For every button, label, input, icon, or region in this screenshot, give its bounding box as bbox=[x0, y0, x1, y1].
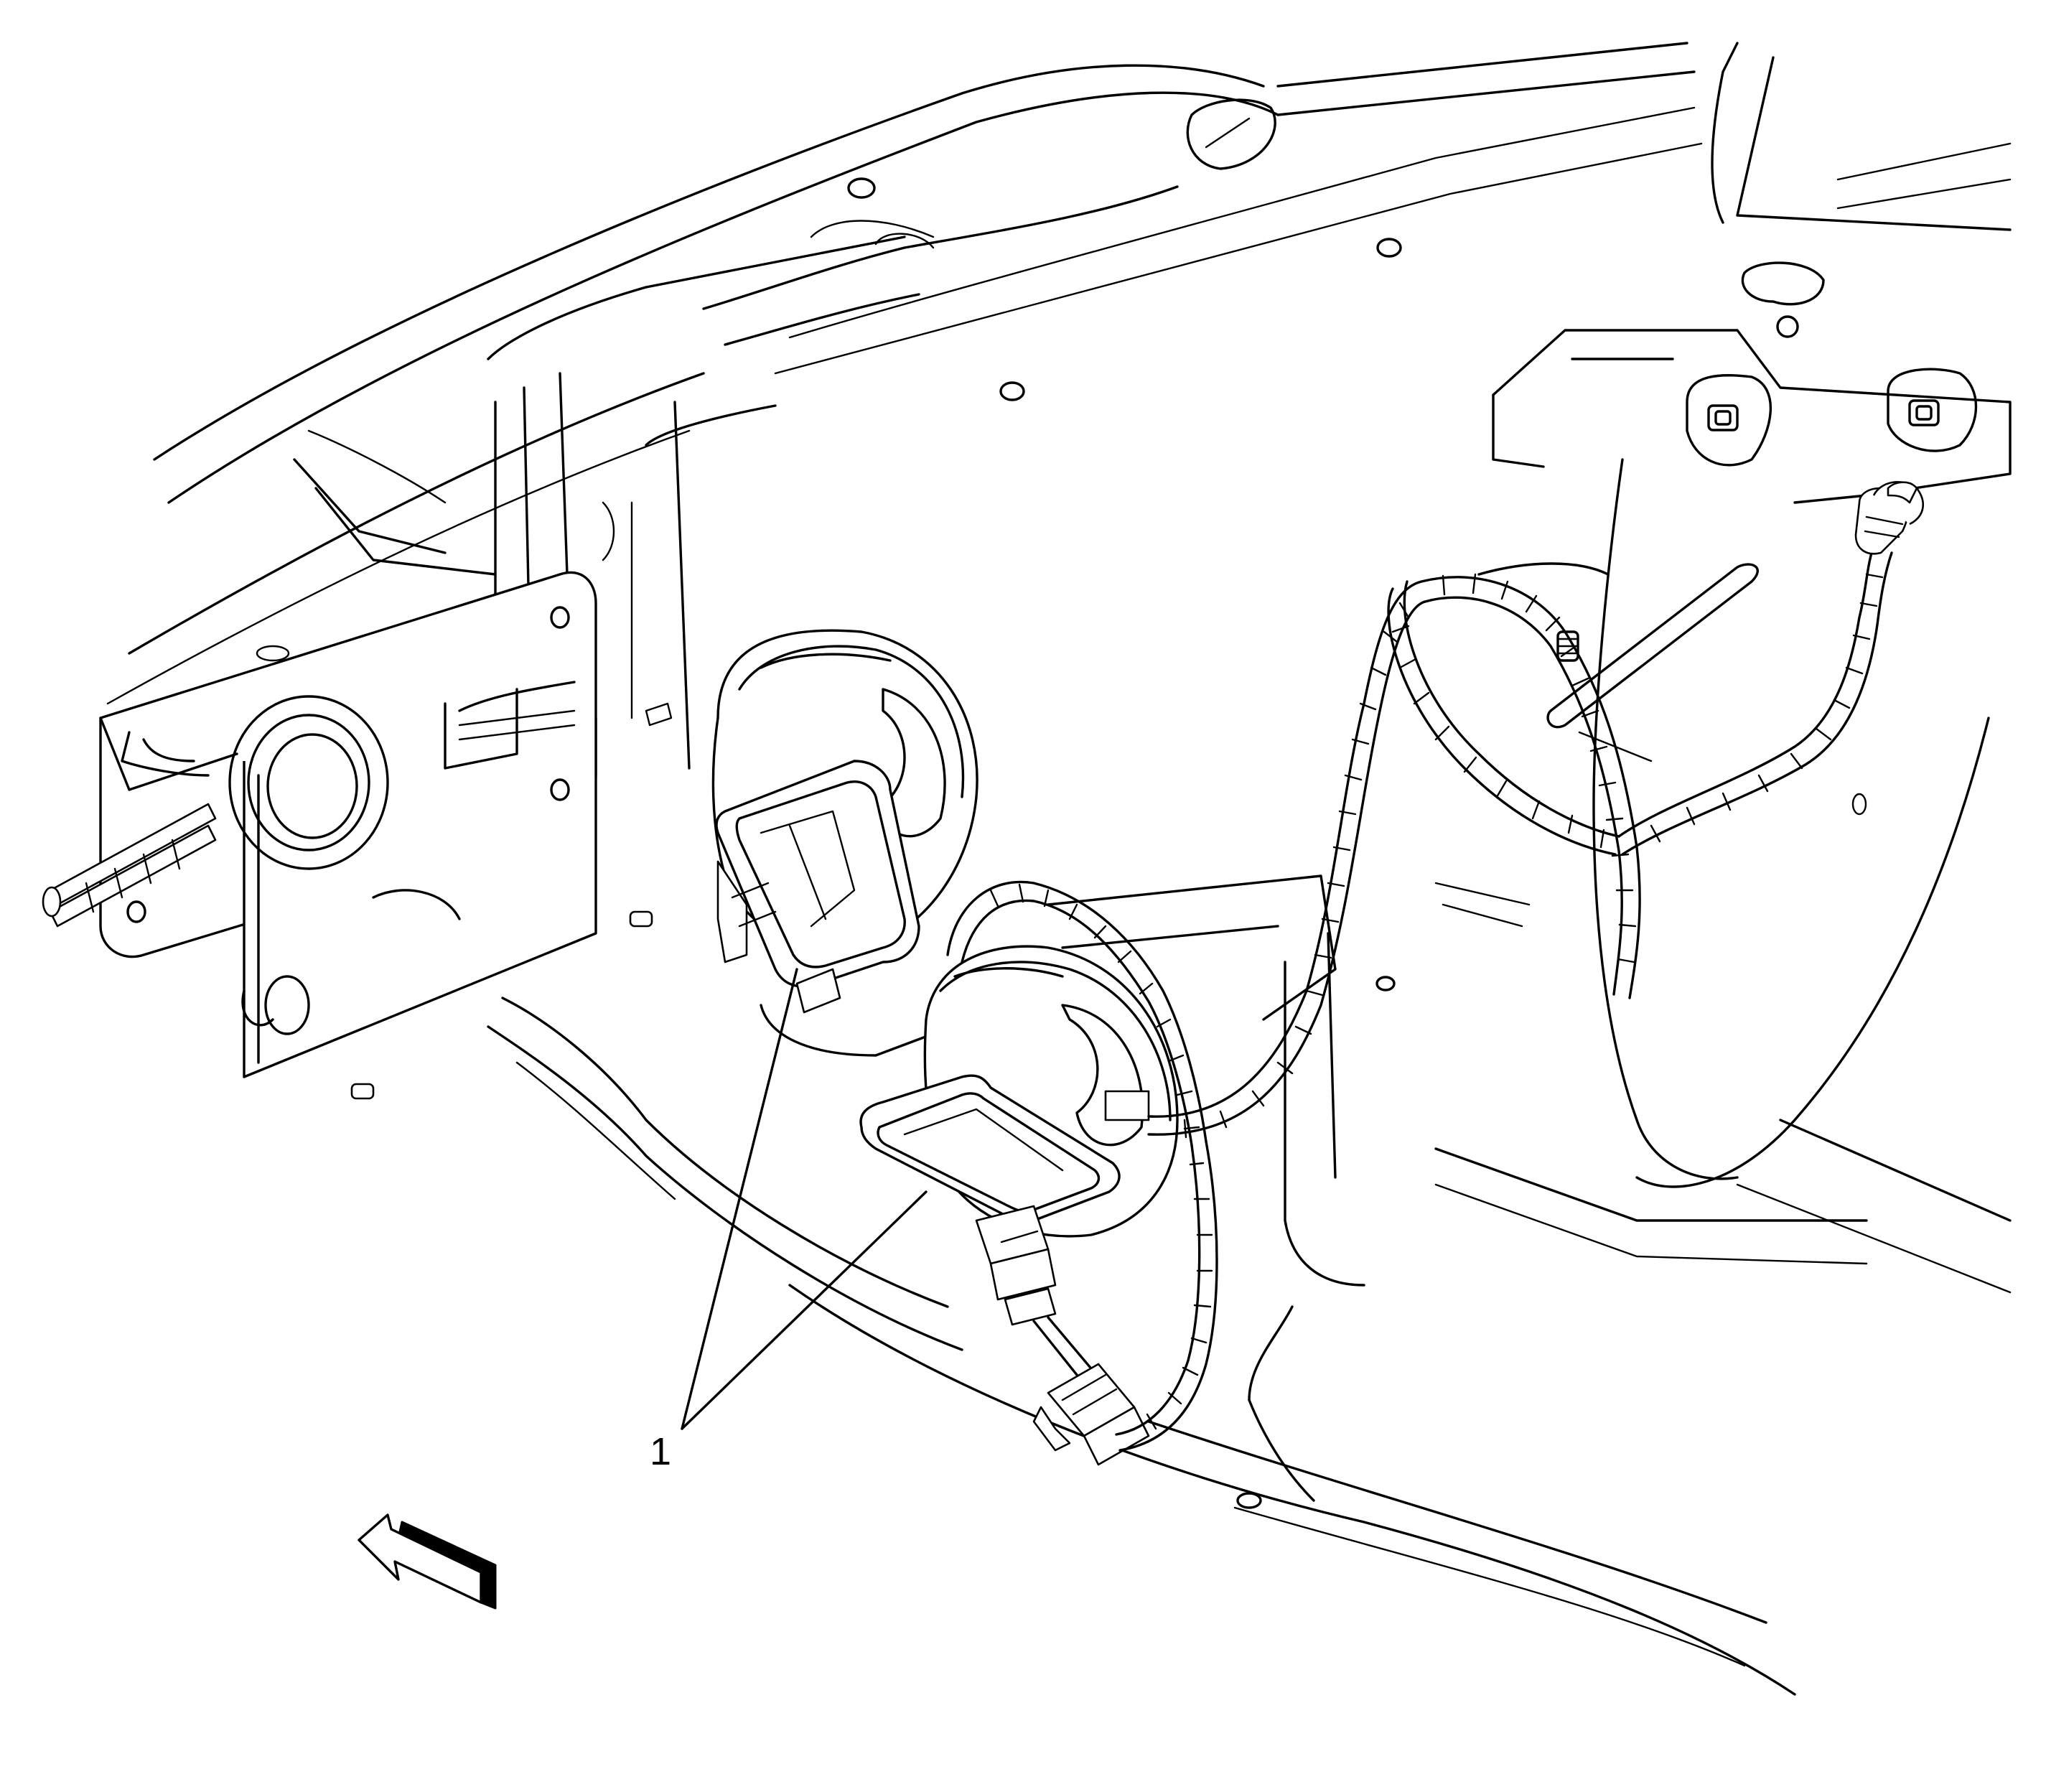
horn-wiring-harness bbox=[946, 481, 1924, 1452]
view-direction-arrow-icon bbox=[358, 1513, 497, 1610]
callout-1: 1 bbox=[650, 968, 928, 1473]
headlamp-mounting-bracket bbox=[42, 571, 673, 1100]
horn-lower bbox=[859, 945, 1179, 1466]
callout-label-1: 1 bbox=[650, 1430, 671, 1473]
front-body-structure bbox=[106, 42, 2012, 1696]
horn-upper bbox=[711, 629, 978, 1057]
harness-conduit-ribs bbox=[989, 573, 1884, 1430]
